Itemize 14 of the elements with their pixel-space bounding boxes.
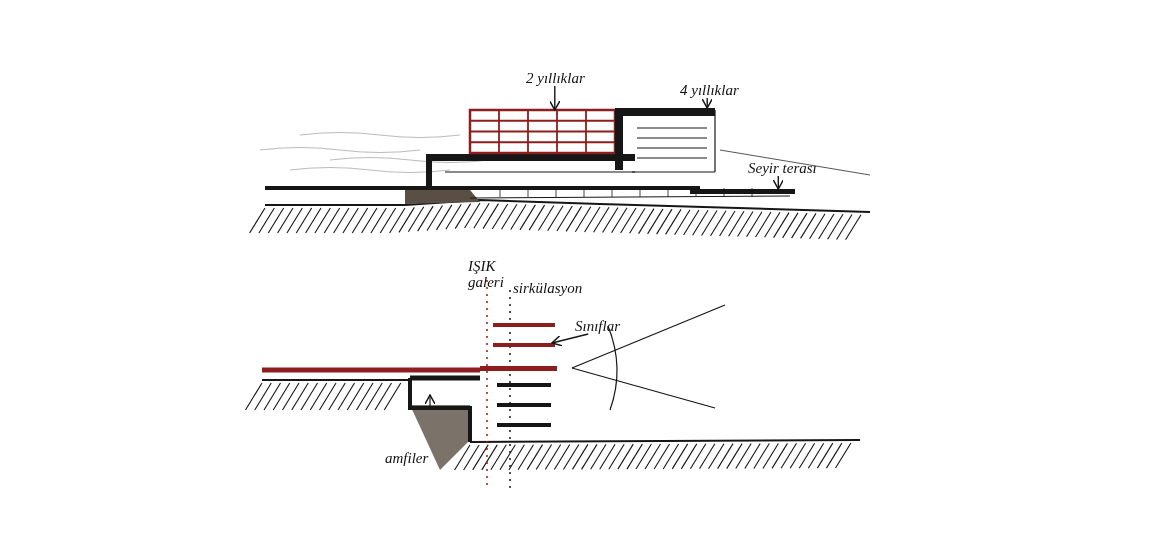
annotation-text: Seyir terası bbox=[748, 160, 817, 176]
grid-facade bbox=[468, 108, 617, 155]
gallery-label: IŞIK galeri bbox=[468, 258, 502, 290]
leader-arrow bbox=[772, 175, 785, 190]
amphitheatre-label: amfiler bbox=[385, 450, 429, 466]
terrace-slab bbox=[690, 189, 795, 194]
classroom-slab bbox=[493, 343, 555, 347]
annotation-text: 4 yıllıklar bbox=[680, 82, 739, 98]
circulation-label: sirkülasyon bbox=[513, 280, 583, 296]
leader-arrow bbox=[701, 97, 713, 109]
leader-arrow bbox=[549, 85, 561, 111]
annotation-text: Sınıflar bbox=[575, 318, 620, 334]
leader-arrow bbox=[551, 333, 589, 347]
annotation-text: 2 yıllıklar bbox=[526, 70, 585, 86]
